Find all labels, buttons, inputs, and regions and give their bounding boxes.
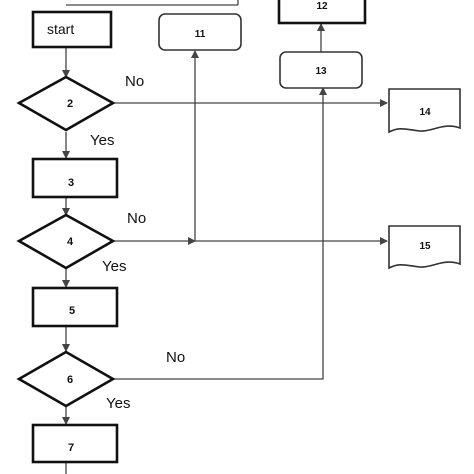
edge-label-4-yes: Yes [102,258,126,275]
node-12-label: 12 [316,1,328,12]
node-11-label: 11 [195,29,206,40]
edge-label-4-no: No [127,210,146,227]
node-start-label: start [47,21,74,37]
edge-6-no-to-13 [113,87,327,380]
node-5: 5 [31,286,119,328]
decision-6-label: 6 [67,374,73,386]
decision-2: 2 [16,75,116,132]
decision-4: 4 [16,213,116,270]
edge-label-6-yes: Yes [106,395,130,412]
node-7-label: 7 [68,442,74,454]
decision-4-label: 4 [67,236,74,248]
document-14-label: 14 [419,107,431,118]
node-5-label: 5 [69,305,75,317]
edge-label-2-yes: Yes [90,132,114,149]
document-15-label: 15 [419,241,431,252]
document-15: 15 [388,225,461,270]
node-7: 7 [31,423,119,464]
decision-2-label: 2 [67,98,73,110]
node-12: 12 [277,0,367,25]
edge-label-2-no: No [125,73,144,90]
node-13-label: 13 [315,66,327,77]
edges [62,0,388,474]
node-13: 13 [279,51,363,89]
decision-6: 6 [16,350,116,408]
node-3: 3 [31,157,119,199]
node-3-label: 3 [68,177,74,189]
node-11: 11 [158,13,242,51]
node-start: start [31,10,113,49]
document-14: 14 [388,88,461,134]
edge-label-6-no: No [166,349,185,366]
